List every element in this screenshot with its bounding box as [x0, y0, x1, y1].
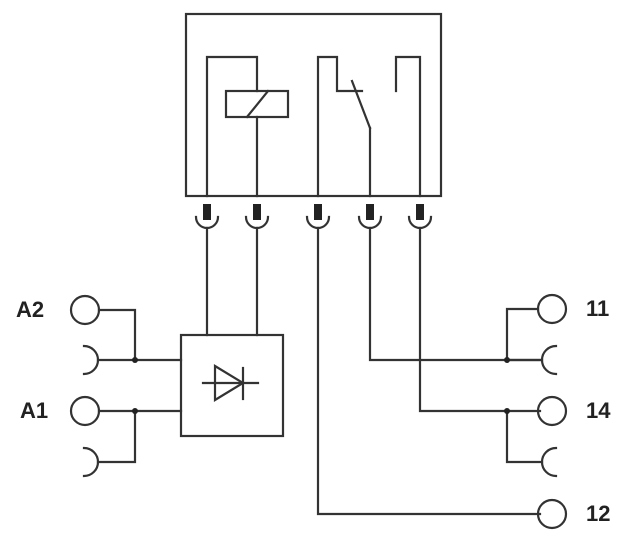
terminal-14: [536, 395, 568, 427]
terminal-12: [536, 498, 568, 530]
right-terminals: [504, 293, 568, 530]
label-a1: A1: [20, 398, 49, 423]
input-block: [179, 333, 285, 438]
bridge-socket-a1: [82, 446, 100, 478]
label-11: 11: [586, 296, 610, 321]
plug-pin-5: [407, 204, 542, 413]
terminal-a2: [69, 294, 101, 326]
label-14: 14: [586, 398, 611, 423]
plug-pin-3: [305, 204, 542, 516]
label-a2: A2: [16, 297, 45, 322]
plug-pins: [194, 204, 542, 516]
terminal-11: [536, 293, 568, 325]
plug-pin-4: [357, 204, 542, 362]
bridge-socket-11: [540, 344, 558, 376]
changeover-contact-icon: [316, 55, 422, 198]
bridge-socket-a2: [82, 344, 100, 376]
label-12: 12: [586, 501, 611, 526]
plug-pin-1: [194, 204, 220, 337]
relay-housing: [184, 12, 443, 198]
bridge-socket-14: [540, 446, 558, 478]
diode-icon: [201, 364, 260, 402]
relay-coil-icon: [205, 55, 290, 198]
terminal-a1: [69, 395, 101, 427]
plug-pin-2: [244, 204, 270, 337]
left-terminals: [69, 294, 183, 478]
